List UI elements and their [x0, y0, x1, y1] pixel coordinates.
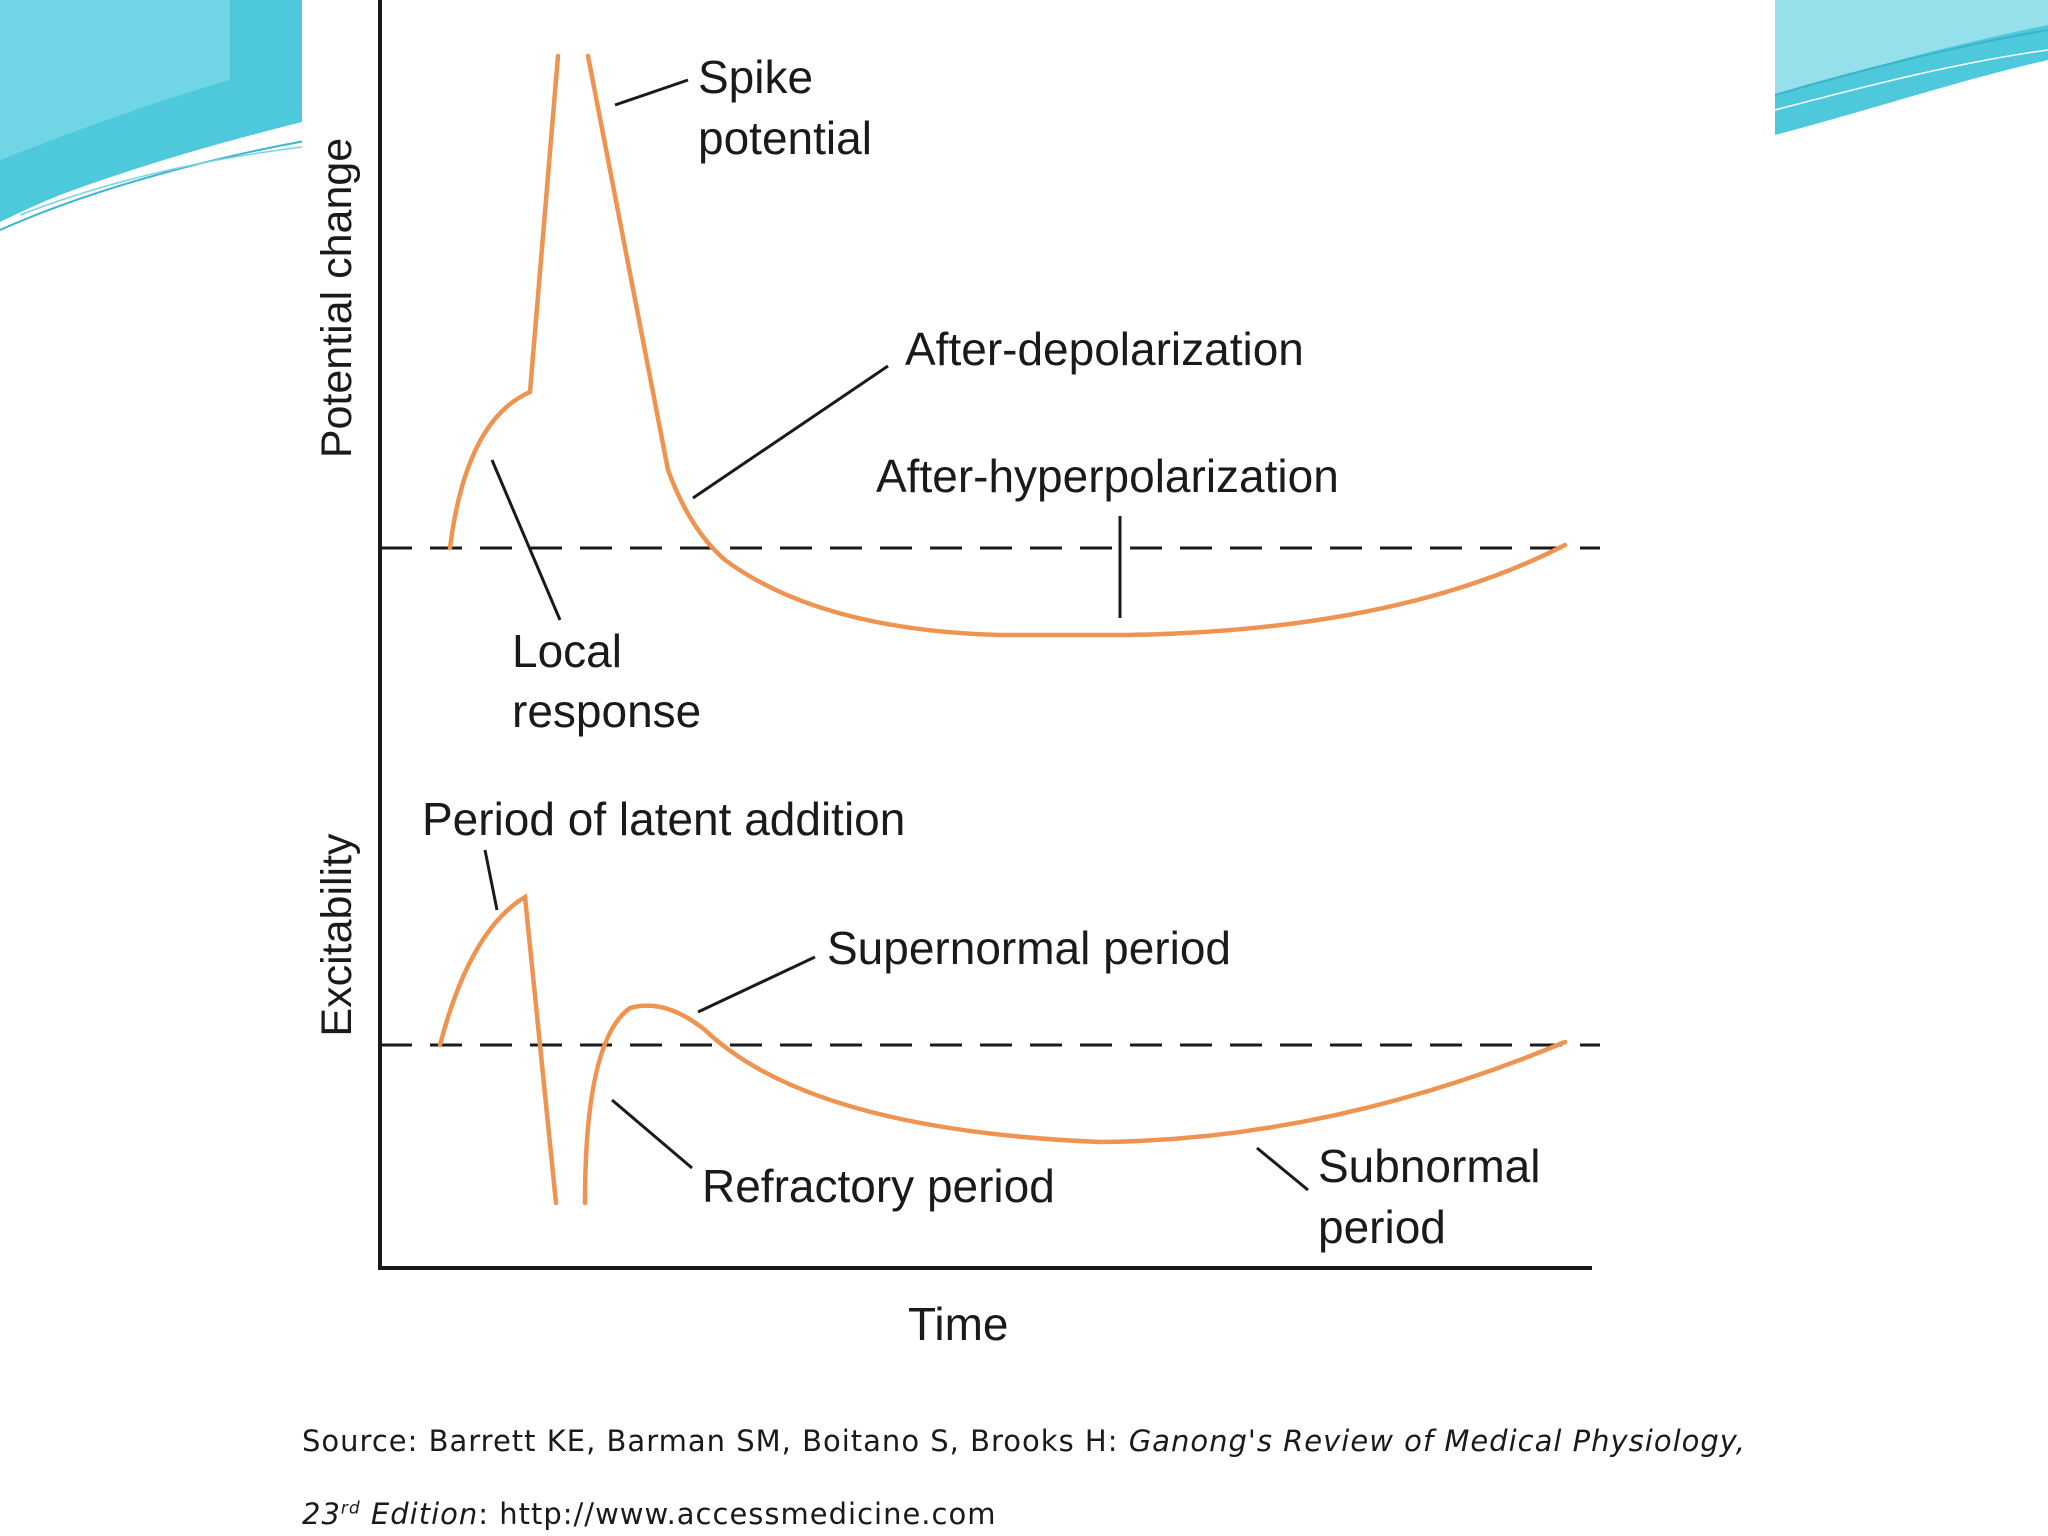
pointer-local-response	[490, 459, 562, 621]
pointer-refractory	[611, 1098, 693, 1170]
source-citation-line2: 23rd Edition: http://www.accessmedicine.…	[302, 1497, 996, 1531]
annotation-pointers	[483, 78, 1309, 1192]
label-after-depolarization: After-depolarization	[905, 323, 1304, 375]
label-local-line1: Local	[512, 625, 622, 677]
label-spike-line1: Spike	[698, 51, 813, 103]
label-refractory: Refractory period	[702, 1160, 1055, 1212]
pointer-supernormal	[697, 955, 816, 1014]
source-prefix: Source: Barrett KE, Barman SM, Boitano S…	[302, 1424, 1129, 1458]
label-after-hyperpolarization: After-hyperpolarization	[876, 450, 1339, 502]
source-edition-word: Edition	[360, 1497, 479, 1531]
y-axis-label-excitability: Excitability	[313, 833, 361, 1037]
figure-panel	[302, 0, 1775, 1536]
label-supernormal: Supernormal period	[827, 922, 1231, 974]
x-axis-label: Time	[908, 1298, 1009, 1350]
pointer-spike	[614, 78, 689, 107]
decorative-wave-top-left	[0, 0, 311, 231]
label-latent-addition: Period of latent addition	[422, 793, 905, 845]
source-edition-num: 23	[302, 1497, 341, 1531]
pointer-subnormal	[1256, 1146, 1309, 1192]
pointer-after-depolarization	[692, 364, 889, 500]
y-axis-label-potential: Potential change	[313, 138, 361, 458]
source-title: Ganong's Review of Medical Physiology,	[1128, 1424, 1746, 1458]
source-citation-line1: Source: Barrett KE, Barman SM, Boitano S…	[302, 1424, 1746, 1458]
label-subnormal-line2: period	[1318, 1201, 1446, 1253]
excitability-curve	[437, 893, 1568, 1206]
label-local-line2: response	[512, 685, 701, 737]
source-url[interactable]: : http://www.accessmedicine.com	[478, 1497, 997, 1531]
source-edition-sup: rd	[340, 1498, 361, 1519]
label-spike-line2: potential	[698, 112, 872, 164]
action-potential-curve	[447, 53, 1568, 638]
decorative-wave-top-right	[1774, 0, 2048, 135]
pointer-latent-addition	[483, 849, 499, 911]
label-subnormal-line1: Subnormal	[1318, 1140, 1540, 1192]
